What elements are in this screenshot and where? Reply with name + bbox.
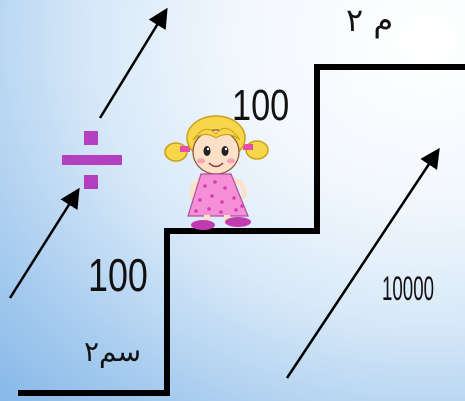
unit-label-square-centimeter: سم٢ [84,335,142,368]
division-sign-icon [62,131,122,189]
arrow-up-result [285,147,440,379]
lower-step-value: 100 [88,249,148,301]
arrow-up-upper-left [98,7,168,119]
arrow-up-lower-left [8,187,80,299]
unit-label-square-meter: م ٢ [346,1,394,39]
upper-step-value: 100 [232,81,290,130]
staircase-outline [18,64,465,396]
result-value: 10000 [382,270,435,308]
girl-character-icon [164,115,269,230]
